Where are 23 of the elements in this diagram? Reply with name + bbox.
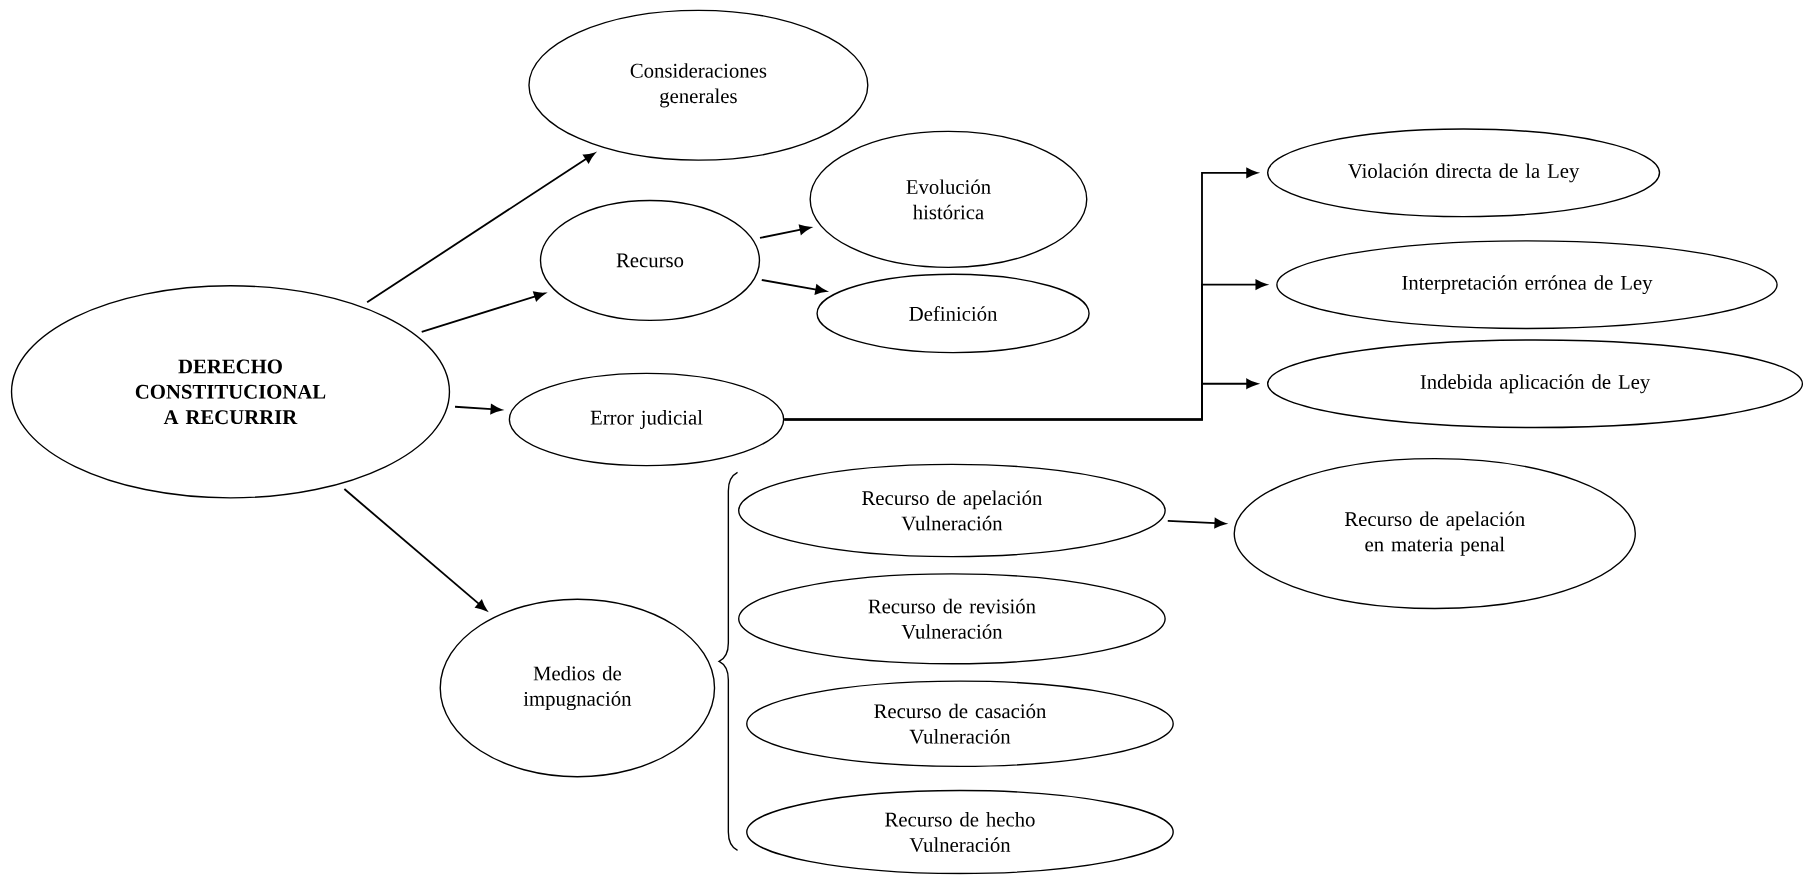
oval-node: Recurso de casación Vulneración — [746, 680, 1174, 768]
arrow — [783, 378, 1258, 421]
arrow — [454, 404, 502, 415]
oval-node: Recurso de hecho Vulneración — [746, 790, 1174, 875]
oval-node: Recurso de apelación Vulneración — [738, 463, 1166, 558]
arrow — [343, 488, 488, 612]
oval-node: Definición — [816, 273, 1090, 354]
arrow — [366, 152, 596, 304]
arrow — [1166, 518, 1226, 529]
arrow — [760, 279, 827, 295]
oval-node: Evolución histórica — [809, 130, 1088, 269]
oval-node: Medios de impugnación — [439, 598, 716, 778]
oval-node: Consideraciones generales — [528, 9, 869, 162]
oval-node: Interpretación errónea de Ley — [1276, 240, 1778, 330]
oval-node: DERECHO CONSTITUCIONAL A RECURRIR — [10, 285, 451, 499]
oval-node: Recurso de apelación en materia penal — [1233, 458, 1636, 610]
oval-node: Recurso — [539, 200, 761, 322]
oval-node: Error judicial — [508, 372, 785, 467]
arrow — [420, 291, 546, 333]
arrow — [759, 224, 811, 239]
oval-node: Violación directa de la Ley — [1267, 128, 1661, 218]
oval-node: Recurso de revisión Vulneración — [738, 573, 1166, 665]
oval-node: Indebida aplicación de Ley — [1267, 339, 1804, 429]
